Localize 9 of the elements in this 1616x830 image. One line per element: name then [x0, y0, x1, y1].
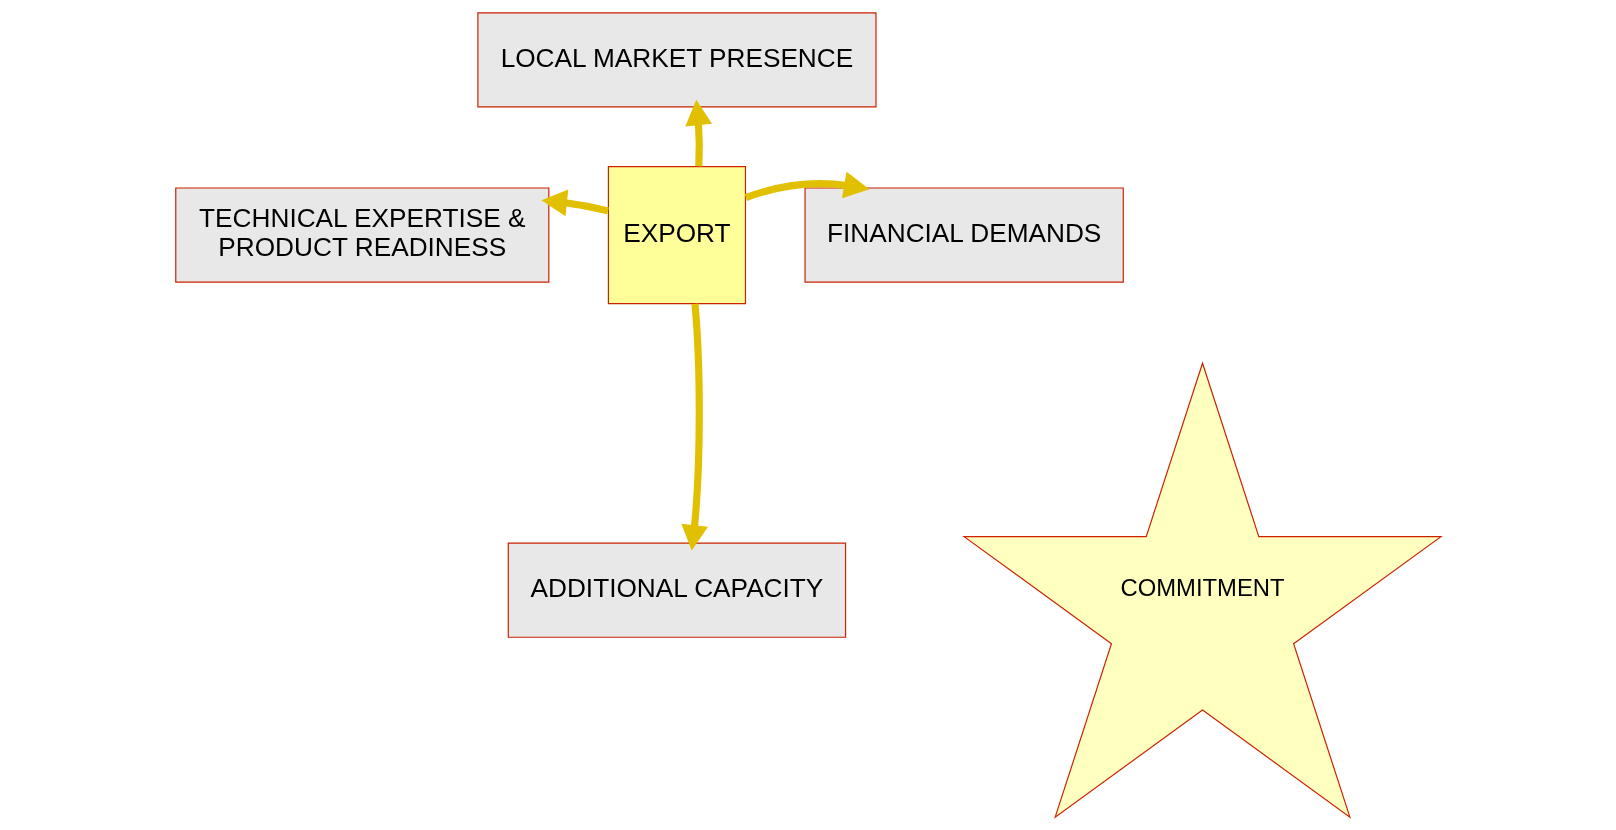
node-box: TECHNICAL EXPERTISE & PRODUCT READINESS [174, 187, 549, 283]
node-box: ADDITIONAL CAPACITY [507, 542, 846, 638]
arrow [684, 99, 712, 167]
node-box: EXPORT [607, 165, 746, 305]
node-box: LOCAL MARKET PRESENCE [476, 12, 877, 108]
arrow [540, 189, 609, 217]
arrow [680, 303, 708, 551]
arrow [744, 171, 869, 201]
node-box: FINANCIAL DEMANDS [803, 187, 1124, 283]
